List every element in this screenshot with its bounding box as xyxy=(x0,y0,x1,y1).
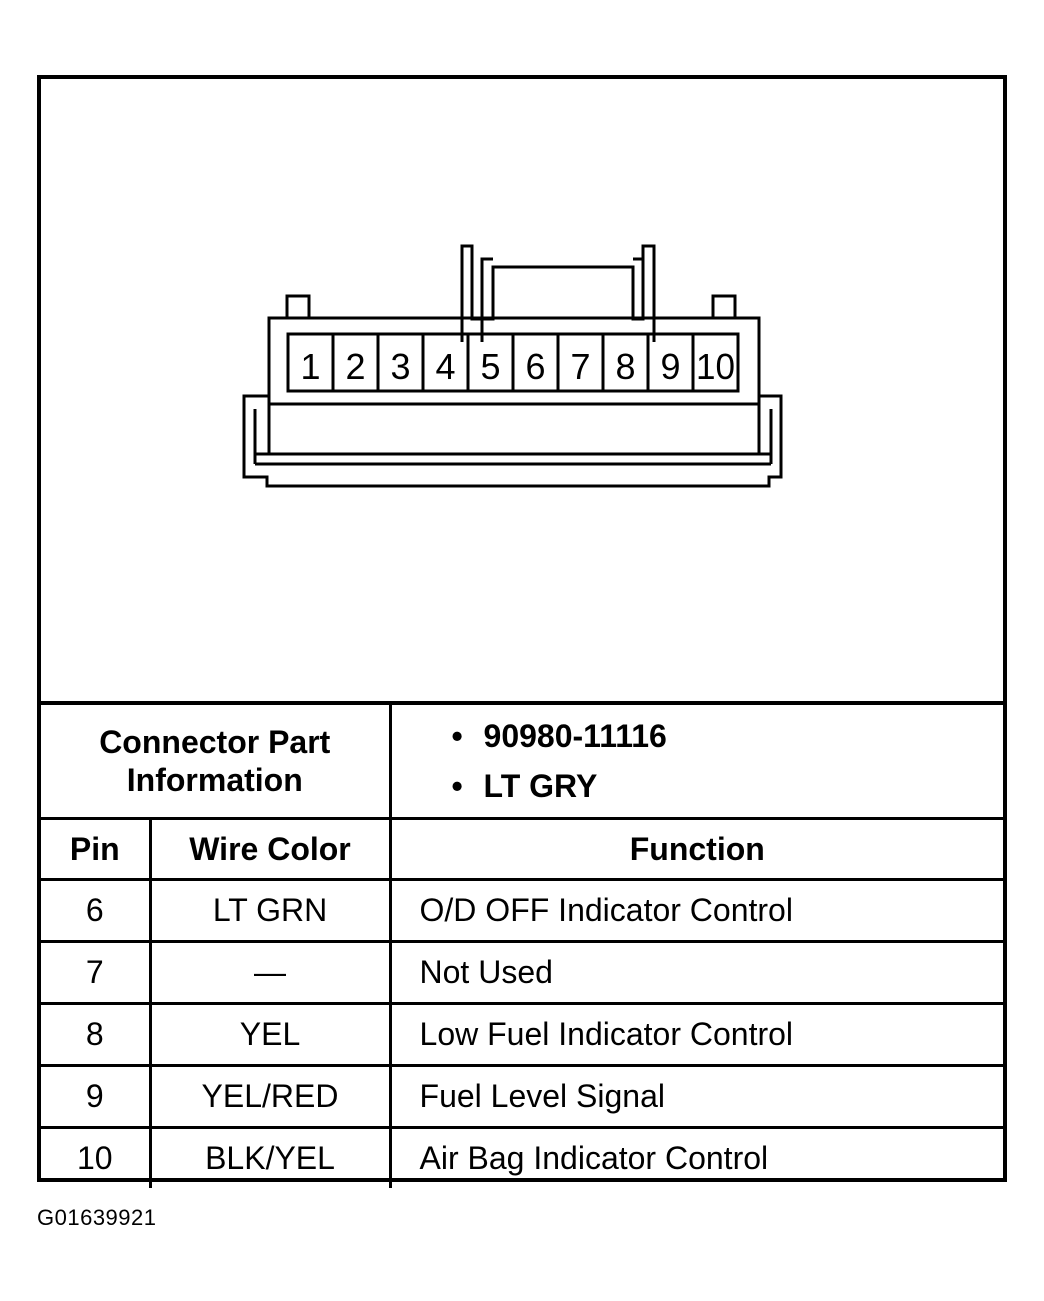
table-row: 8 YEL Low Fuel Indicator Control xyxy=(41,1002,1004,1067)
header-wire-color: Wire Color xyxy=(148,817,392,881)
table-row: 6 LT GRN O/D OFF Indicator Control xyxy=(41,878,1004,943)
wire-color-cell: LT GRN xyxy=(148,878,392,943)
pin-number-10: 10 xyxy=(696,346,735,387)
pin-number-4: 4 xyxy=(435,346,455,387)
pin-number-3: 3 xyxy=(390,346,410,387)
header-row: Pin Wire Color Function xyxy=(41,817,1004,881)
pin-number-2: 2 xyxy=(345,346,365,387)
pin-number-7: 7 xyxy=(570,346,590,387)
wire-color-cell: — xyxy=(148,940,392,1005)
pin-number-8: 8 xyxy=(615,346,635,387)
part-info-label-line2: Information xyxy=(126,762,303,798)
function-cell: Not Used xyxy=(388,940,1004,1005)
pin-cell: 10 xyxy=(41,1126,152,1188)
header-function: Function xyxy=(388,817,1004,881)
function-cell: Air Bag Indicator Control xyxy=(388,1126,1004,1188)
bullet-icon: • xyxy=(451,768,463,804)
part-info-label: Connector Part Information xyxy=(41,701,392,820)
part-info-row: Connector Part Information • 90980-11116 … xyxy=(41,701,1004,820)
pin-cell: 7 xyxy=(41,940,152,1005)
pin-cell: 6 xyxy=(41,878,152,943)
part-color: LT GRY xyxy=(483,768,598,804)
connector-info-table: Connector Part Information • 90980-11116 … xyxy=(41,701,1004,1188)
pin-number-1: 1 xyxy=(300,346,320,387)
function-cell: O/D OFF Indicator Control xyxy=(388,878,1004,943)
part-info-label-line1: Connector Part xyxy=(99,724,331,760)
function-cell: Fuel Level Signal xyxy=(388,1064,1004,1129)
part-color-item: • LT GRY xyxy=(452,767,1004,817)
table-row: 10 BLK/YEL Air Bag Indicator Control xyxy=(41,1126,1004,1188)
part-number-item: • 90980-11116 xyxy=(452,717,1004,767)
connector-body xyxy=(242,244,783,488)
pin-number-5: 5 xyxy=(480,346,500,387)
bullet-icon: • xyxy=(451,718,463,754)
part-number: 90980-11116 xyxy=(483,718,667,754)
wire-color-cell: BLK/YEL xyxy=(148,1126,392,1188)
wire-color-cell: YEL/RED xyxy=(148,1064,392,1129)
wire-color-cell: YEL xyxy=(148,1002,392,1067)
pin-cell: 9 xyxy=(41,1064,152,1129)
table-row: 9 YEL/RED Fuel Level Signal xyxy=(41,1064,1004,1129)
pin-number-6: 6 xyxy=(525,346,545,387)
pin-cell: 8 xyxy=(41,1002,152,1067)
header-pin: Pin xyxy=(41,817,152,881)
function-cell: Low Fuel Indicator Control xyxy=(388,1002,1004,1067)
pin-number-9: 9 xyxy=(660,346,680,387)
figure-id: G01639921 xyxy=(37,1205,157,1230)
part-info-values: • 90980-11116 • LT GRY xyxy=(388,701,1004,820)
table-row: 7 — Not Used xyxy=(41,940,1004,1005)
